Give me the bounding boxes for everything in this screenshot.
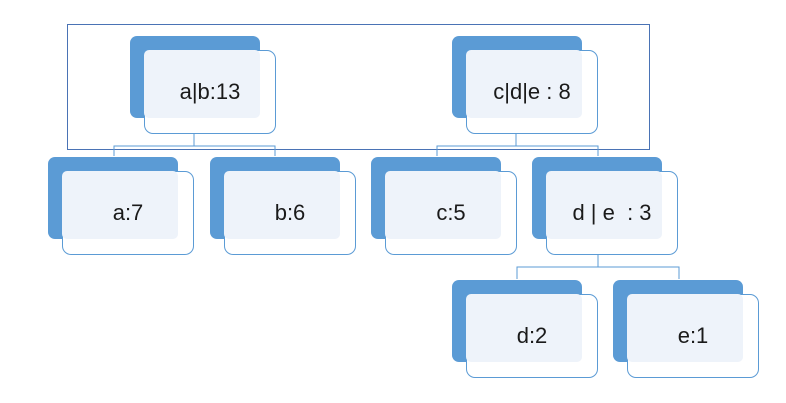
- node-label: c:5: [436, 200, 466, 225]
- node-face: [224, 171, 340, 239]
- node-face: [144, 50, 260, 118]
- node-a-7: a:7: [48, 157, 194, 255]
- connector-cde: [436, 133, 599, 156]
- node-face: [385, 171, 501, 239]
- node-face: [62, 171, 178, 239]
- node-c-d-e-8: c|d|e : 8: [452, 36, 598, 134]
- node-b-6: b:6: [210, 157, 356, 255]
- node-face: [466, 50, 582, 118]
- node-d-2: d:2: [452, 280, 598, 378]
- node-face: [627, 294, 743, 362]
- node-d-e-3: d | e : 3: [532, 157, 678, 255]
- root-frame: [67, 24, 650, 150]
- node-label: e:1: [677, 323, 709, 348]
- node-label: d:2: [516, 323, 548, 348]
- connector-ab: [113, 133, 276, 156]
- connector-de: [516, 255, 680, 279]
- node-face: [466, 294, 582, 362]
- node-label: b:6: [274, 200, 306, 225]
- node-label: c|d|e : 8: [493, 79, 571, 104]
- node-label: a:7: [112, 200, 144, 225]
- node-label: a|b:13: [179, 79, 241, 104]
- node-c-5: c:5: [371, 157, 517, 255]
- node-a-b-13: a|b:13: [130, 36, 276, 134]
- node-e-1: e:1: [613, 280, 759, 378]
- node-label: d | e : 3: [572, 200, 652, 225]
- node-face: [546, 171, 662, 239]
